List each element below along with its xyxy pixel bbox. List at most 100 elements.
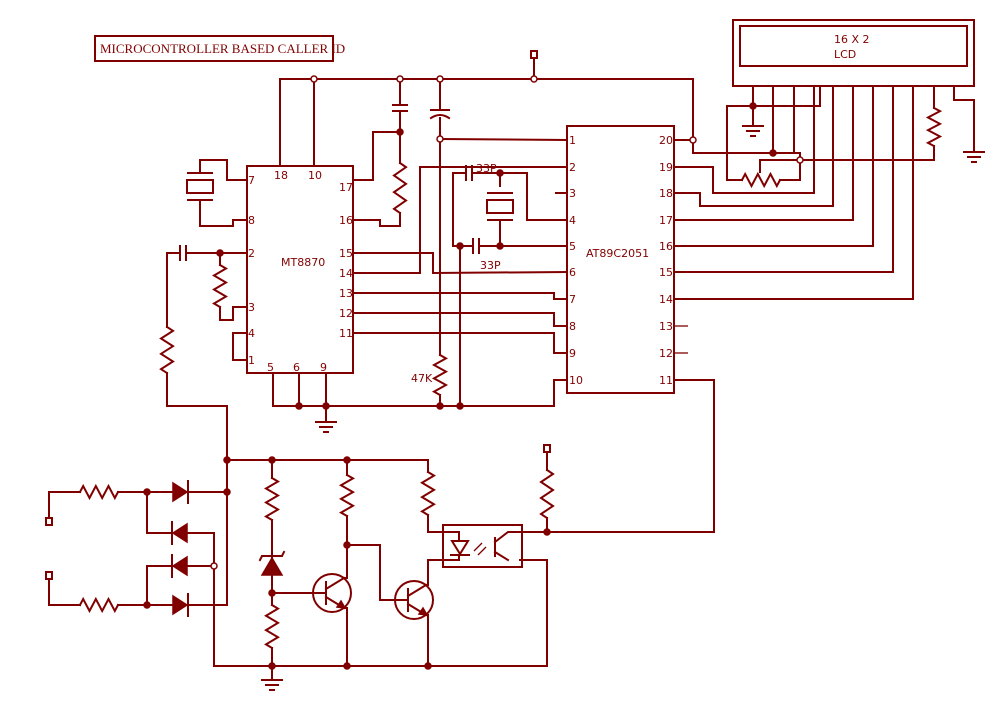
wire xyxy=(438,137,569,142)
resistor-icon xyxy=(212,263,228,309)
junction-dot xyxy=(424,662,432,670)
resistor-icon xyxy=(264,476,280,522)
optocoupler-icon xyxy=(442,524,523,568)
pin-number: 6 xyxy=(569,266,576,279)
capacitor-icon xyxy=(465,165,473,181)
pin-number: 5 xyxy=(569,240,576,253)
resistor-icon xyxy=(420,470,436,517)
junction-dot xyxy=(456,242,464,250)
npn-transistor-icon xyxy=(315,576,346,610)
pin-number: 1 xyxy=(248,354,255,367)
components xyxy=(45,50,985,691)
wire xyxy=(199,159,248,181)
wire xyxy=(673,85,854,221)
junction-dot xyxy=(396,75,404,83)
capacitor-icon xyxy=(392,104,408,112)
junction-dot xyxy=(689,136,697,144)
diode-icon xyxy=(172,594,189,616)
resistor-icon xyxy=(539,468,555,520)
wire xyxy=(352,332,568,354)
pin-number: 15 xyxy=(659,266,673,279)
pin-number: 10 xyxy=(308,169,322,182)
pin-number: 14 xyxy=(659,293,673,306)
terminal-icon xyxy=(45,571,53,580)
wire xyxy=(352,110,401,181)
junction-dot xyxy=(436,135,444,143)
pin-number: 14 xyxy=(339,267,353,280)
junction-dot xyxy=(530,75,538,83)
wire xyxy=(352,166,568,274)
wire xyxy=(953,85,975,151)
terminal-icon xyxy=(543,444,551,453)
pin-number: 15 xyxy=(339,247,353,260)
resistor-icon xyxy=(392,161,408,215)
wire xyxy=(352,292,568,300)
diagram-title: MICROCONTROLLER BASED CALLER ID xyxy=(100,41,345,56)
pin-number: 6 xyxy=(293,361,300,374)
junction-dot xyxy=(210,562,218,570)
junction-dot xyxy=(322,402,330,410)
pin-number: 11 xyxy=(339,327,353,340)
pin-number: 4 xyxy=(248,327,255,340)
pin-number: 13 xyxy=(339,287,353,300)
polarized-capacitor-icon xyxy=(429,109,451,120)
junction-dot xyxy=(310,75,318,83)
wire xyxy=(166,372,228,461)
pin-number: 12 xyxy=(339,307,353,320)
wire xyxy=(346,544,397,601)
arrow-icon xyxy=(417,606,429,616)
junction-dot xyxy=(543,528,551,536)
junction-dot xyxy=(268,589,276,597)
wire xyxy=(279,78,694,167)
wire xyxy=(427,514,460,533)
pin-number: 9 xyxy=(320,361,327,374)
resistor-icon xyxy=(925,106,943,148)
resistor-icon xyxy=(78,596,120,614)
wire xyxy=(166,252,181,328)
capacitor-icon xyxy=(179,245,187,261)
phototransistor-icon xyxy=(493,531,548,562)
junction-dot xyxy=(268,456,276,464)
wires xyxy=(48,57,975,679)
mt8870-chip xyxy=(246,165,354,374)
junction-dot xyxy=(456,402,464,410)
pin-number: 18 xyxy=(274,169,288,182)
npn-transistor-icon xyxy=(312,573,352,613)
pin-number: 8 xyxy=(569,320,576,333)
lcd-screen xyxy=(739,25,968,67)
resistor-47k-label: 47K xyxy=(411,372,433,385)
terminal-icon xyxy=(530,50,538,59)
wire xyxy=(673,85,874,247)
pin-number: 7 xyxy=(569,293,576,306)
pin-number: 16 xyxy=(659,240,673,253)
crystal-icon xyxy=(187,172,213,201)
junction-dot xyxy=(749,102,757,110)
junction-dot xyxy=(343,541,351,549)
cap-33p-lower-label: 33P xyxy=(480,259,501,272)
pin-number: 20 xyxy=(659,134,673,147)
cap-33p-upper-label: 33P xyxy=(476,162,497,175)
pin-number: 17 xyxy=(339,181,353,194)
pin-number: 2 xyxy=(569,161,576,174)
wire xyxy=(673,85,894,273)
resistor-icon xyxy=(740,171,782,189)
resistor-icon xyxy=(264,603,280,650)
ground-icon xyxy=(315,421,337,433)
pin-number: 19 xyxy=(659,161,673,174)
wire xyxy=(232,332,248,361)
junction-dot xyxy=(496,242,504,250)
pin-number: 7 xyxy=(248,174,255,187)
junction-dot xyxy=(496,169,504,177)
wire xyxy=(48,578,81,606)
pin-number: 3 xyxy=(569,187,576,200)
wire xyxy=(146,491,173,534)
at89c2051-label: AT89C2051 xyxy=(586,247,649,260)
wire xyxy=(187,532,548,667)
diode-icon xyxy=(171,555,188,577)
junction-dot xyxy=(223,456,231,464)
wire xyxy=(759,145,935,173)
wire xyxy=(48,491,81,520)
junction-dot xyxy=(796,156,804,164)
lcd-module xyxy=(732,19,975,87)
